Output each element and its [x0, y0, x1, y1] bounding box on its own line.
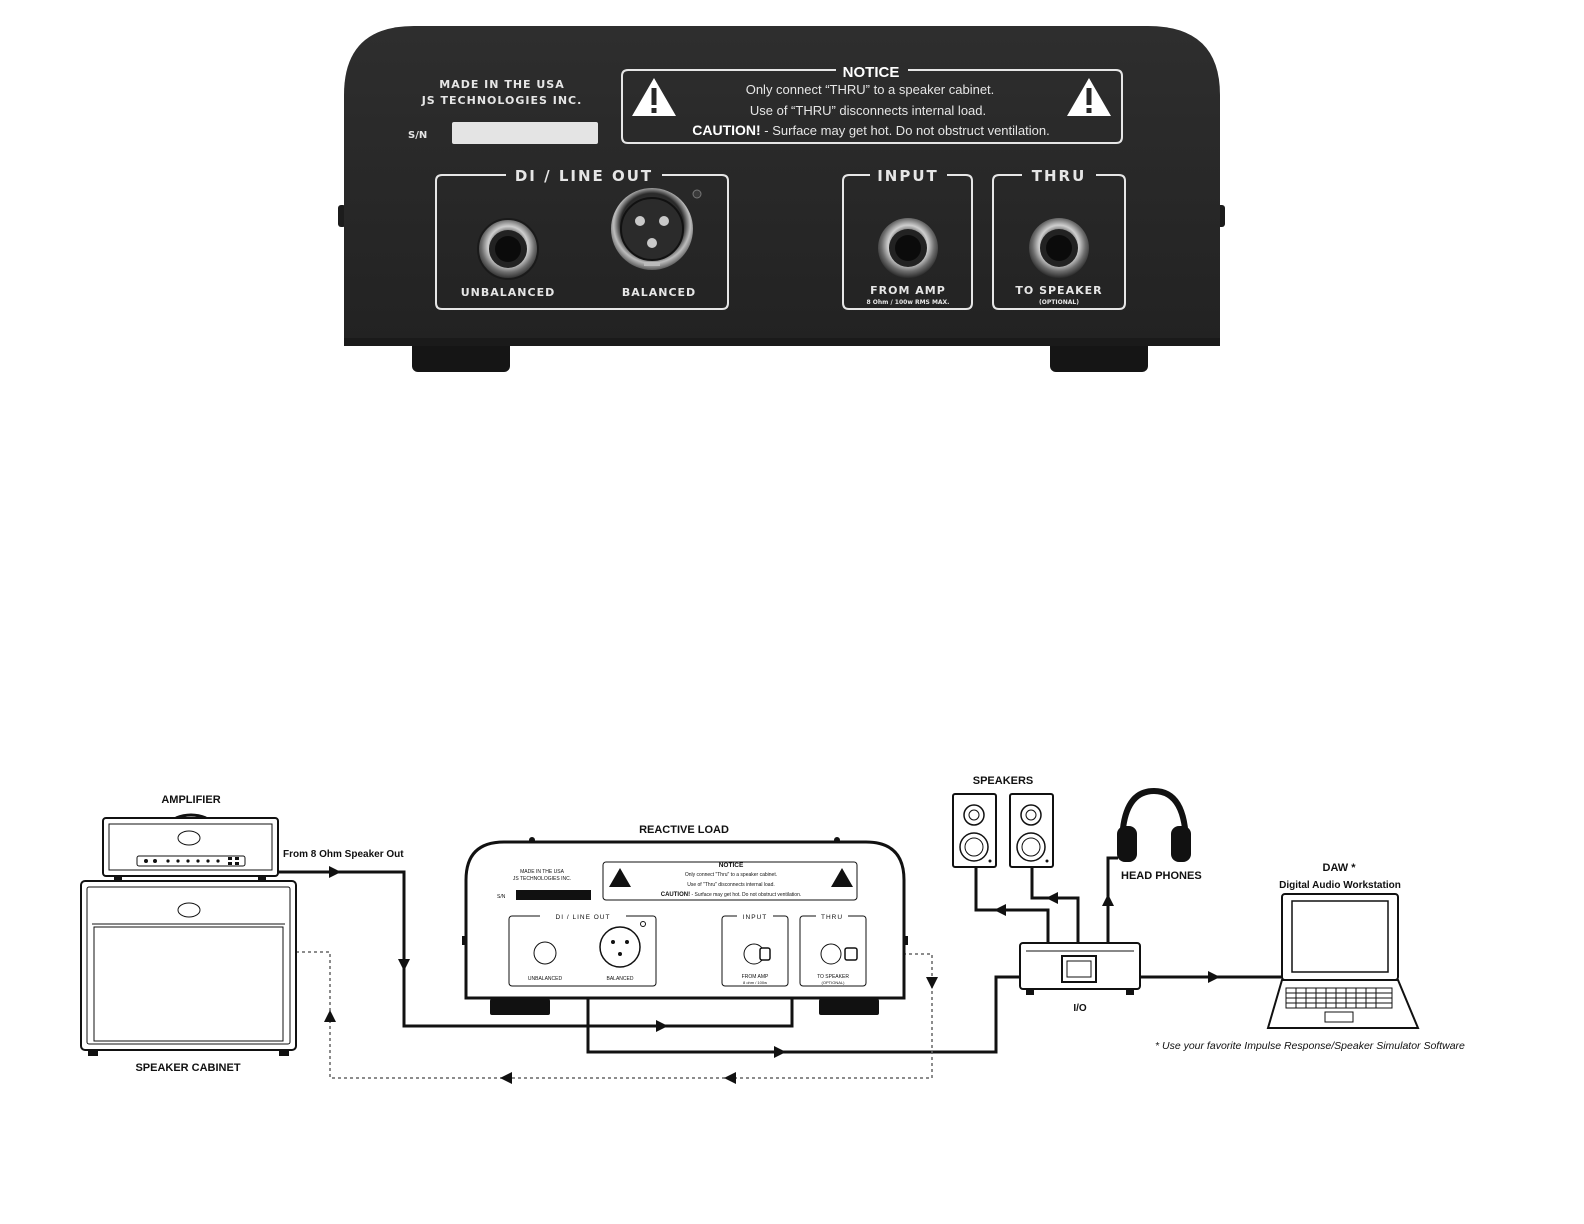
mini-caution-word: CAUTION!: [661, 892, 690, 898]
mini-thru-jack: [820, 943, 842, 965]
arrow-left-icon: [724, 1072, 736, 1084]
cabinet-logo-icon: [177, 902, 201, 918]
mini-from-amp-label: FROM AMP: [742, 974, 769, 980]
signal-arrows: [324, 866, 1220, 1084]
footnote: * Use your favorite Impulse Response/Spe…: [1155, 1040, 1465, 1052]
thru-dotted-line: [296, 951, 933, 1079]
mini-notice-box: NOTICE Only connect "Thru" to a speaker …: [602, 861, 858, 901]
caution-word: CAUTION!: [692, 122, 760, 138]
mini-di-line-out-title: DI / LINE OUT: [556, 914, 611, 921]
speaker-cabinet: SPEAKER CABINET: [80, 880, 297, 1074]
caution-line: CAUTION! - Surface may get hot. Do not o…: [692, 122, 1049, 138]
mini-warning-triangle-icon: [831, 868, 853, 887]
di-line-out-section: DI / LINE OUT UNBALANCED BALANCED: [435, 167, 729, 310]
daw-subtitle: Digital Audio Workstation: [1279, 880, 1401, 891]
notice-line-1: Only connect “THRU” to a speaker cabinet…: [746, 82, 995, 97]
amplifier: AMPLIFIER: [102, 794, 279, 881]
arrow-right-icon: [656, 1020, 668, 1032]
input-jack[interactable]: [878, 218, 938, 278]
device-body: [344, 26, 1220, 346]
mini-serial-label: S/N: [497, 894, 506, 900]
serial-number-label: S/N: [408, 130, 427, 141]
input-section: INPUT FROM AMP 8 Ohm / 100w RMS MAX.: [842, 167, 973, 310]
amplifier-label: AMPLIFIER: [161, 794, 220, 806]
headphones-label: HEAD PHONES: [1121, 870, 1202, 882]
unbalanced-label: UNBALANCED: [461, 286, 555, 299]
mini-unbalanced-label: UNBALANCED: [528, 976, 563, 982]
caution-text: - Surface may get hot. Do not obstruct v…: [761, 123, 1050, 138]
optional-label: (OPTIONAL): [1039, 299, 1079, 306]
audio-interface-io: I/O: [1019, 942, 1141, 1014]
thru-jack[interactable]: [1029, 218, 1089, 278]
speakers-label: SPEAKERS: [973, 775, 1034, 787]
to-speaker-label: TO SPEAKER: [1015, 284, 1102, 297]
mini-caution-line: CAUTION! - Surface may get hot. Do not o…: [661, 892, 802, 898]
arrow-down-icon: [926, 977, 938, 989]
headphones-icon: [1117, 787, 1191, 862]
arrow-left-icon: [994, 904, 1006, 916]
manufacturer-name: JS TECHNOLOGIES INC.: [421, 94, 583, 107]
io-label: I/O: [1073, 1003, 1087, 1014]
mini-to-speaker-label: TO SPEAKER: [817, 974, 849, 980]
warning-triangle-icon: [632, 78, 676, 116]
arrow-up-icon: [324, 1010, 336, 1022]
mini-warning-triangle-icon: [609, 868, 631, 887]
mini-balanced-xlr-jack: [599, 926, 641, 968]
mini-notice-title: NOTICE: [719, 862, 744, 869]
connection-diagram: AMPLIFIER From 8 Ohm Speaker Out: [80, 775, 1465, 1084]
mini-thru-title: THRU: [821, 914, 843, 921]
from-amp-spec: 8 Ohm / 100w RMS MAX.: [867, 299, 950, 306]
arrow-right-icon: [1208, 971, 1220, 983]
notice-line-2: Use of “THRU” disconnects internal load.: [750, 103, 986, 118]
warning-triangle-icon: [1067, 78, 1111, 116]
from-amp-label: FROM AMP: [870, 284, 946, 297]
speaker-cabinet-label: SPEAKER CABINET: [135, 1062, 240, 1074]
made-in-usa: MADE IN THE USA: [439, 78, 564, 91]
mini-input-title: INPUT: [743, 914, 768, 921]
arrow-left-icon: [1046, 892, 1058, 904]
mini-caution-text: - Surface may get hot. Do not obstruct v…: [690, 892, 801, 898]
mini-notice-line-1: Only connect "Thru" to a speaker cabinet…: [685, 872, 777, 878]
mini-manufacturer-name: JS TECHNOLOGIES INC.: [513, 876, 571, 882]
mini-optional-label: (OPTIONAL): [822, 980, 846, 985]
mini-unbalanced-jack: [533, 941, 557, 965]
daw-label: DAW *: [1323, 862, 1357, 874]
device-back-panel: MADE IN THE USA JS TECHNOLOGIES INC. S/N…: [338, 26, 1225, 372]
speaker-monitor-right: [1009, 793, 1054, 868]
reactive-load: REACTIVE LOAD MADE IN THE USA JS TECHNOL…: [462, 824, 908, 1015]
laptop-icon: [1266, 893, 1420, 1029]
arrow-left-icon: [500, 1072, 512, 1084]
input-title: INPUT: [877, 167, 939, 185]
arrow-right-icon: [774, 1046, 786, 1058]
mini-from-amp-spec: 8 ohm / 100w: [743, 980, 767, 985]
notice-title: NOTICE: [843, 64, 900, 81]
thru-section: THRU TO SPEAKER (OPTIONAL): [992, 167, 1126, 310]
arrow-right-icon: [329, 866, 341, 878]
mini-notice-line-2: Use of "Thru" disconnects internal load.: [687, 882, 774, 888]
mini-made-in-usa: MADE IN THE USA: [520, 869, 564, 875]
serial-number-plate: [452, 122, 598, 144]
thru-title: THRU: [1032, 167, 1087, 185]
arrow-up-icon: [1102, 894, 1114, 906]
di-line-out-title: DI / LINE OUT: [515, 167, 653, 185]
balanced-xlr-jack[interactable]: [611, 188, 702, 270]
speaker-monitor-left: [952, 793, 997, 868]
unbalanced-jack[interactable]: [477, 218, 539, 280]
amplifier-logo-icon: [177, 830, 201, 846]
reactive-load-label: REACTIVE LOAD: [639, 824, 729, 836]
notice-box: NOTICE Only connect “THRU” to a speaker …: [621, 64, 1123, 144]
balanced-label: BALANCED: [622, 286, 696, 299]
mini-balanced-label: BALANCED: [607, 976, 634, 982]
arrow-down-icon: [398, 959, 410, 971]
from-speaker-out-label: From 8 Ohm Speaker Out: [283, 849, 404, 860]
